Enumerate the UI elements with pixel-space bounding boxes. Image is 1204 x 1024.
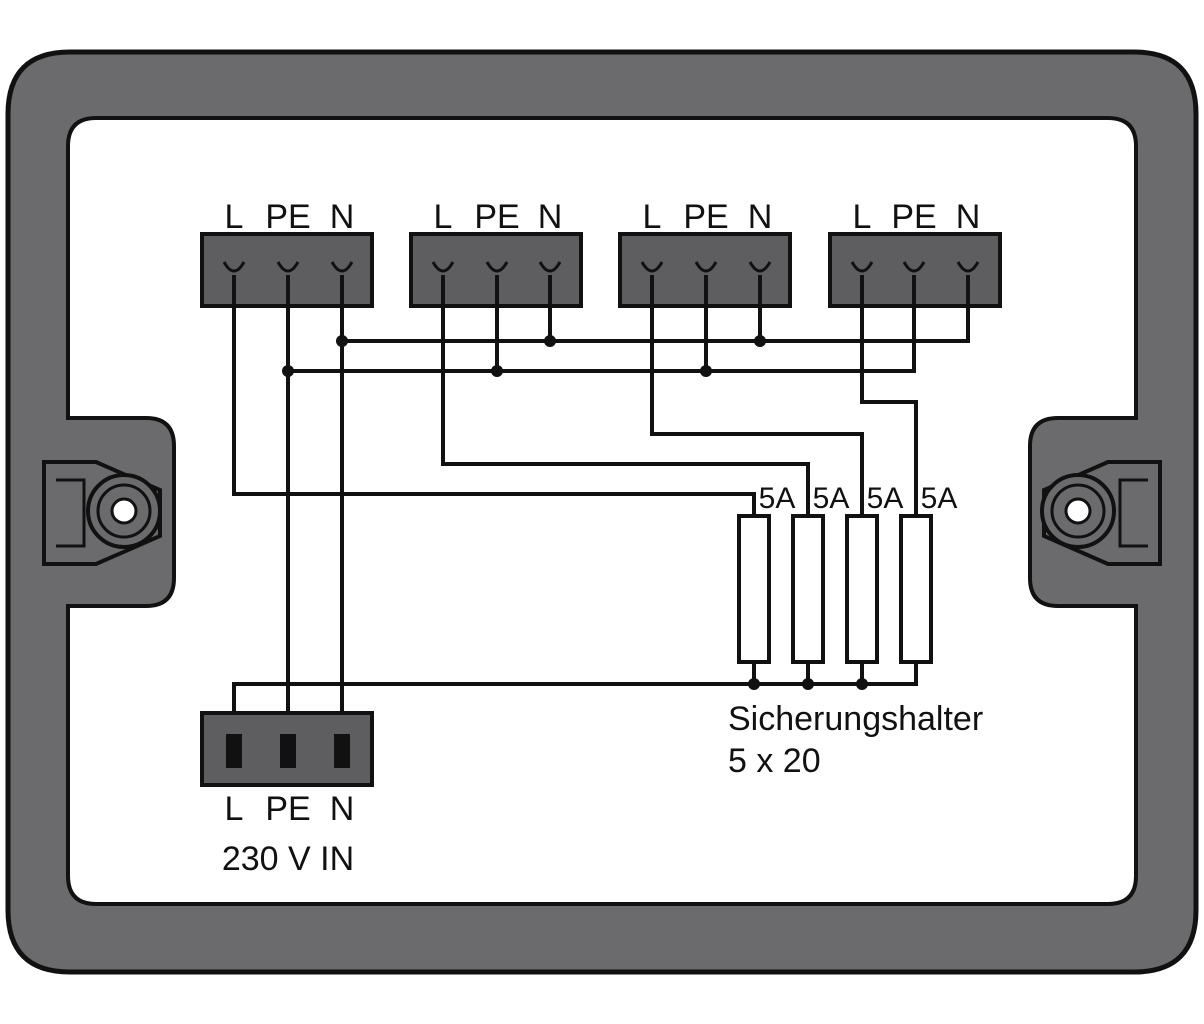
output-connector-1: L PE N [200, 198, 374, 308]
input-label-pe: PE [265, 790, 310, 828]
output-3-label-n: N [748, 198, 773, 236]
output-connector-2: L PE N [409, 198, 583, 308]
output-2-label-l: L [434, 198, 453, 236]
output-1-label-pe: PE [265, 198, 310, 236]
mounting-ear-right [1040, 460, 1162, 566]
fuse-4-rating: 5A [921, 482, 958, 515]
output-3-label-pe: PE [683, 198, 728, 236]
fuse-2-rating: 5A [813, 482, 850, 515]
housing-frame [5, 49, 1199, 975]
output-connector-3: L PE N [618, 198, 792, 308]
input-connector: L PE N 230 V IN [200, 711, 374, 878]
fuse-3-rating: 5A [867, 482, 904, 515]
fuse-1-rating: 5A [759, 482, 796, 515]
fuse-holder-caption: Sicherungshalter [728, 700, 983, 738]
input-label-n: N [330, 790, 355, 828]
mounting-ear-left [42, 460, 162, 566]
fuse-holder-size: 5 x 20 [728, 742, 821, 780]
wiring [232, 282, 970, 711]
fuse-holders: 5A 5A 5A 5A [737, 482, 958, 664]
fuse-3 [845, 514, 879, 664]
output-3-label-l: L [643, 198, 662, 236]
output-1-label-l: L [225, 198, 244, 236]
fuse-1 [737, 514, 771, 664]
fuse-2 [791, 514, 825, 664]
input-label-l: L [225, 790, 244, 828]
output-4-label-l: L [853, 198, 872, 236]
output-4-label-n: N [956, 198, 981, 236]
output-connector-4: L PE N [828, 198, 1002, 308]
junction-dots [282, 335, 868, 690]
output-2-label-n: N [538, 198, 563, 236]
fuse-4 [899, 514, 933, 664]
input-caption: 230 V IN [222, 840, 354, 878]
mounting-hole-icon [1040, 473, 1116, 549]
output-4-label-pe: PE [891, 198, 936, 236]
output-2-label-pe: PE [474, 198, 519, 236]
mounting-hole-icon [86, 473, 162, 549]
output-1-label-n: N [330, 198, 355, 236]
